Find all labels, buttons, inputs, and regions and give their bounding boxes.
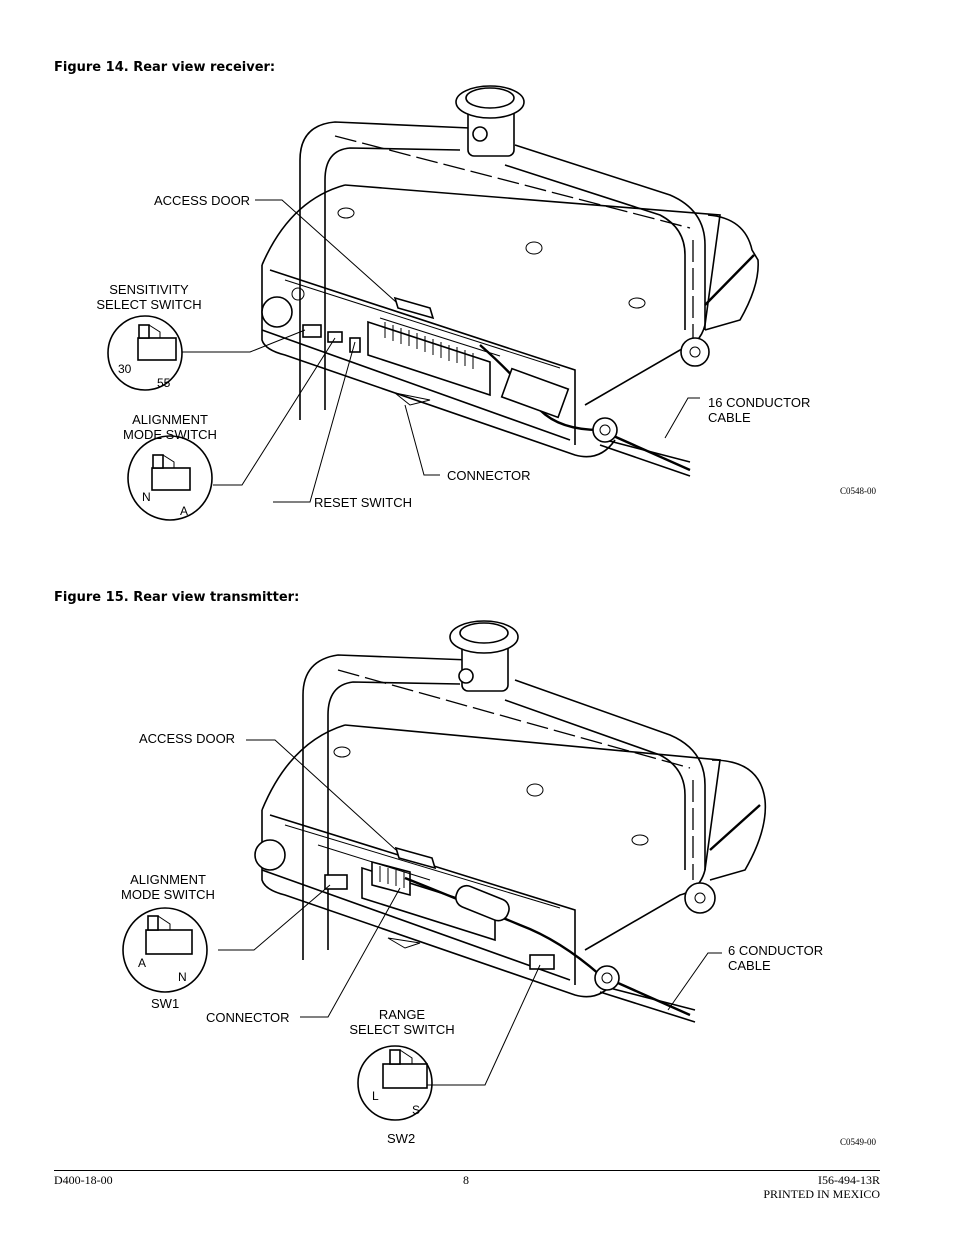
fig15-range-l: L (372, 1089, 379, 1103)
figure-15-title: Figure 15. Rear view transmitter: (54, 590, 300, 605)
fig14-alignment-label: ALIGNMENT MODE SWITCH (120, 412, 220, 442)
fig15-cable-label-line1: 6 CONDUCTOR (728, 943, 824, 958)
fig14-sensitivity-label: SENSITIVITY SELECT SWITCH (94, 282, 204, 312)
footer-rule (54, 1170, 880, 1171)
fig15-range-label-line2: SELECT SWITCH (349, 1022, 455, 1037)
fig14-access-door-label: ACCESS DOOR (154, 193, 251, 208)
fig14-align-n: N (142, 490, 151, 504)
fig15-connector-label: CONNECTOR (206, 1010, 290, 1025)
fig14-alignment-label-line2: MODE SWITCH (123, 427, 217, 442)
fig15-alignment-label-line2: MODE SWITCH (121, 887, 215, 902)
fig14-connector-label: CONNECTOR (447, 468, 531, 483)
fig14-align-a: A (180, 504, 189, 518)
fig14-cable-label: 16 CONDUCTOR CABLE (708, 395, 810, 425)
fig15-range-label-line1: RANGE (378, 1007, 426, 1022)
fig14-sensitivity-label-line2: SELECT SWITCH (96, 297, 202, 312)
fig14-cable-label-line2: CABLE (708, 410, 751, 425)
fig15-range-s: S (412, 1103, 421, 1117)
fig14-sensitivity-label-line1: SENSITIVITY (109, 282, 189, 297)
footer-printed-in: PRINTED IN MEXICO (763, 1187, 880, 1201)
fig14-alignment-label-line1: ALIGNMENT (132, 412, 208, 427)
footer-right: I56-494-13R PRINTED IN MEXICO (730, 1173, 880, 1201)
fig14-code: C0548-00 (840, 486, 876, 496)
fig15-align-a: A (138, 956, 147, 970)
fig14-sens-30: 30 (118, 362, 132, 376)
footer-part-number: I56-494-13R (818, 1173, 880, 1187)
fig15-alignment-label-line1: ALIGNMENT (130, 872, 206, 887)
footer-page-number: 8 (463, 1173, 469, 1187)
footer-doc-code: D400-18-00 (54, 1173, 113, 1187)
fig15-cable-label: 6 CONDUCTOR CABLE (728, 943, 823, 973)
fig15-alignment-label: ALIGNMENT MODE SWITCH (113, 872, 223, 902)
fig14-cable-label-line1: 16 CONDUCTOR (708, 395, 811, 410)
fig15-code: C0549-00 (840, 1137, 876, 1147)
fig15-align-n: N (178, 970, 187, 984)
fig15-access-door-label: ACCESS DOOR (139, 731, 236, 746)
figure-14-title: Figure 14. Rear view receiver: (54, 60, 276, 75)
fig15-sw1-label: SW1 (151, 996, 180, 1011)
fig14-reset-switch-label: RESET SWITCH (314, 495, 412, 510)
fig15-range-label: RANGE SELECT SWITCH (340, 1007, 464, 1037)
fig15-cable-label-line2: CABLE (728, 958, 771, 973)
fig15-sw2-label: SW2 (387, 1131, 416, 1146)
fig14-sens-55: 55 (157, 376, 171, 390)
